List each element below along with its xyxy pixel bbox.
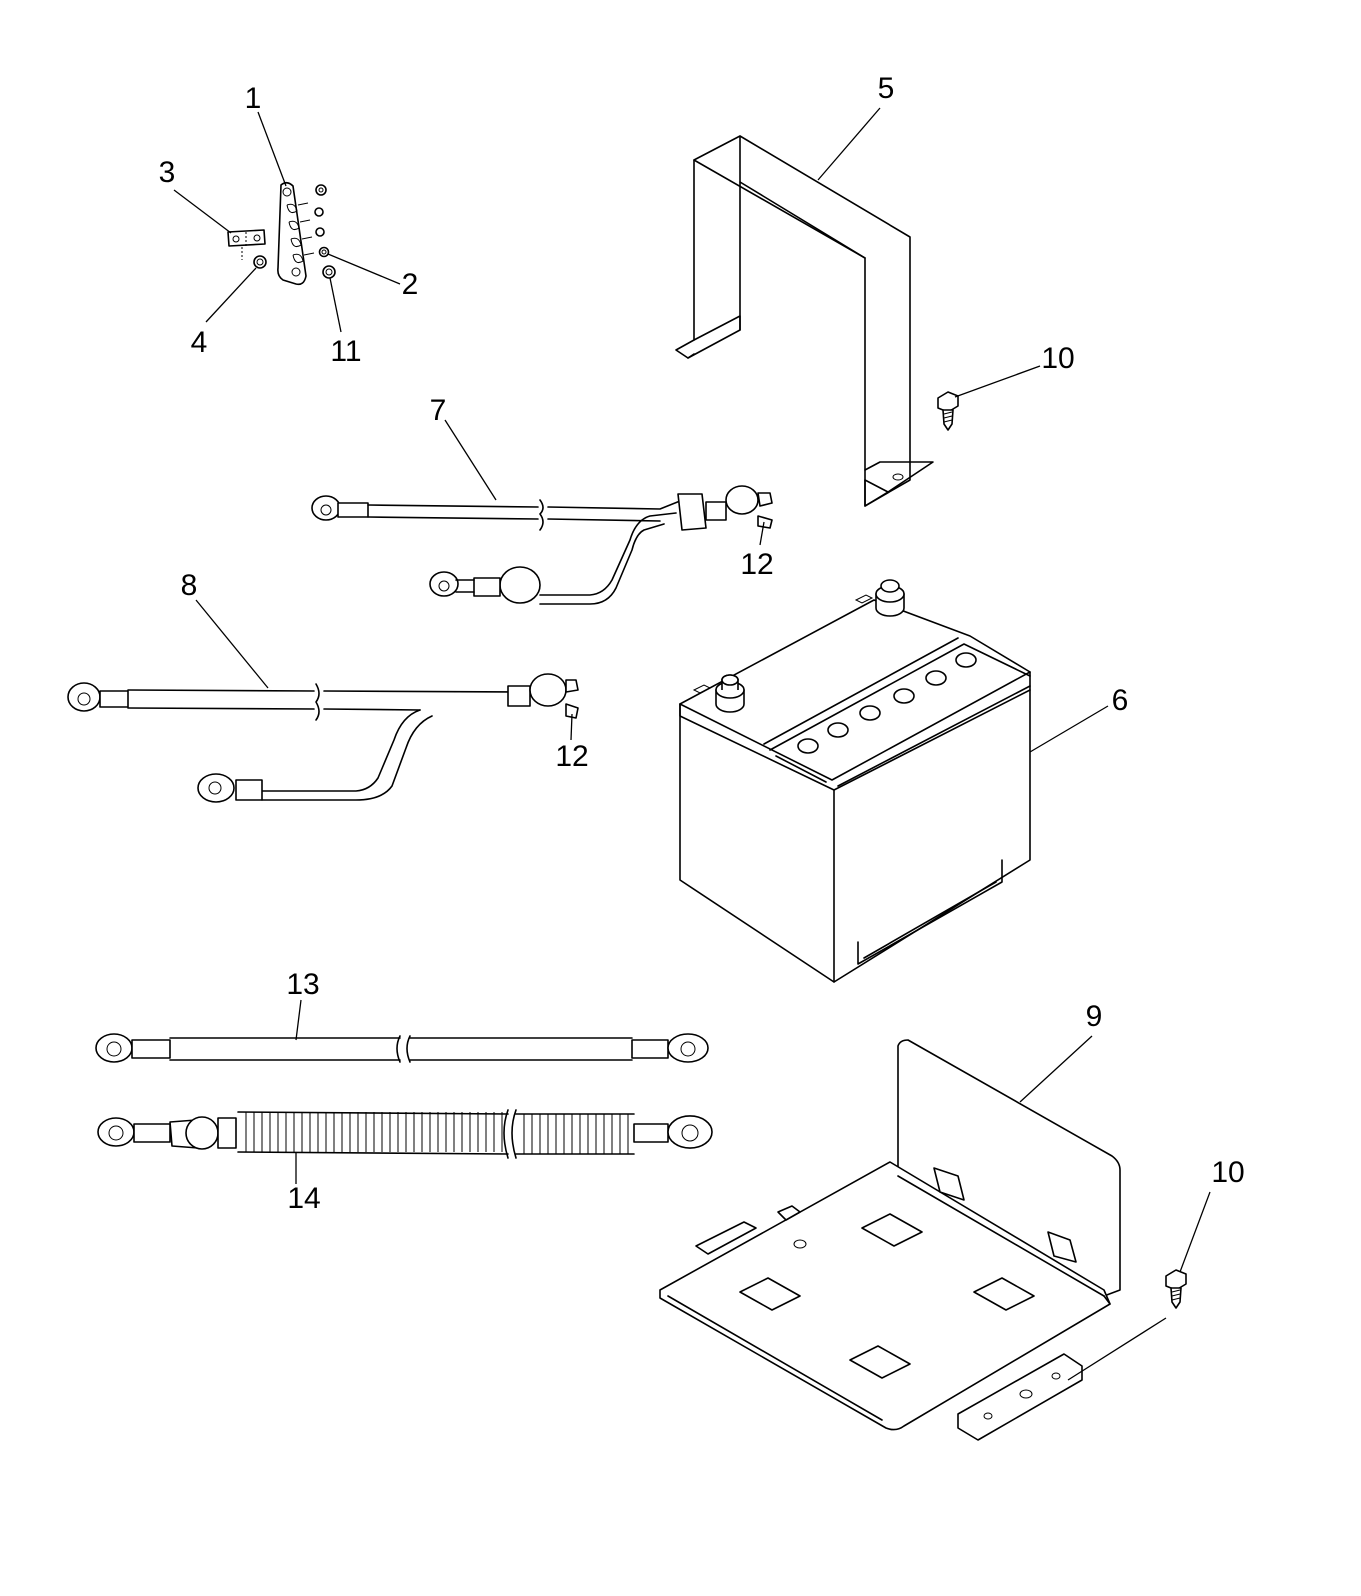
battery-cable-icon	[311, 485, 773, 605]
callout-7: 7	[430, 394, 447, 427]
bolt-icon	[937, 391, 959, 431]
callout-14: 14	[287, 1182, 320, 1215]
callout-13: 13	[286, 968, 319, 1001]
nut-icon	[314, 184, 336, 279]
nut-icon	[253, 255, 267, 269]
callout-5: 5	[878, 72, 895, 105]
callout-10-lower: 10	[1211, 1156, 1244, 1189]
callout-9: 9	[1086, 1000, 1103, 1033]
callout-4: 4	[191, 326, 208, 359]
battery-cable-icon	[67, 673, 579, 803]
callout-8: 8	[181, 569, 198, 602]
bolt-icon	[1165, 1269, 1187, 1309]
battery-icon	[679, 579, 1031, 983]
callout-2: 2	[402, 268, 419, 301]
callout-11: 11	[330, 335, 361, 368]
callout-1: 1	[245, 82, 262, 115]
callout-10-upper: 10	[1041, 342, 1074, 375]
callout-6: 6	[1112, 684, 1129, 717]
terminal-block-icon	[277, 181, 315, 286]
bracket-icon	[227, 229, 266, 260]
battery-tray-icon	[659, 1039, 1121, 1441]
battery-hold-down-bracket-icon	[675, 135, 934, 507]
braided-ground-strap-icon	[97, 1109, 713, 1159]
callout-12-upper: 12	[740, 548, 773, 581]
callout-12-lower: 12	[555, 740, 588, 773]
callout-3: 3	[159, 156, 176, 189]
ground-cable-icon	[95, 1033, 709, 1063]
